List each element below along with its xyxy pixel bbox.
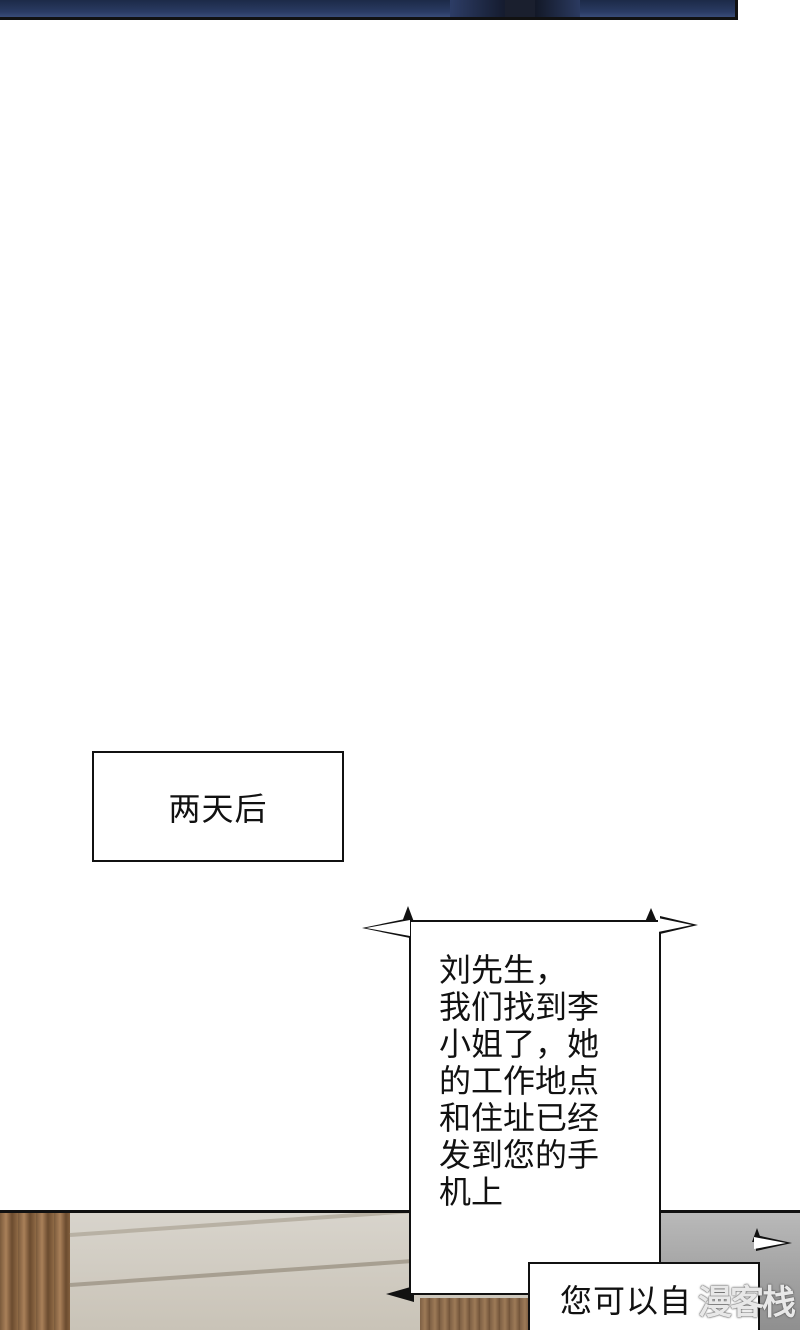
bookshelf: [420, 1298, 530, 1330]
speech-bubble-second: 您可以自: [528, 1262, 760, 1330]
panel-figure-detail: [505, 0, 535, 17]
bubble-spike-top-right: [645, 908, 657, 922]
top-comic-panel: [0, 0, 738, 20]
bubble-spike-left-fill: [366, 920, 410, 936]
bubble-spike-top-left: [402, 906, 414, 922]
bubble-spike-bottom-left: [386, 1286, 414, 1302]
speech-bubble-main: 刘先生， 我们找到李 小姐了，她 的工作地点 和住址已经 发到您的手 机上: [409, 920, 661, 1295]
watermark-logo: 漫客栈: [698, 1283, 796, 1323]
time-caption-text: 两天后: [168, 789, 268, 828]
time-caption-box: 两天后: [92, 751, 344, 862]
speech-bubble-second-text: 您可以自: [560, 1282, 693, 1320]
curtain-left: [0, 1213, 70, 1330]
speech-bubble-main-text: 刘先生， 我们找到李 小姐了，她 的工作地点 和住址已经 发到您的手 机上: [439, 951, 600, 1211]
second-bubble-spike-right-fill: [754, 1237, 786, 1249]
bubble-spike-right-fill: [658, 918, 692, 932]
